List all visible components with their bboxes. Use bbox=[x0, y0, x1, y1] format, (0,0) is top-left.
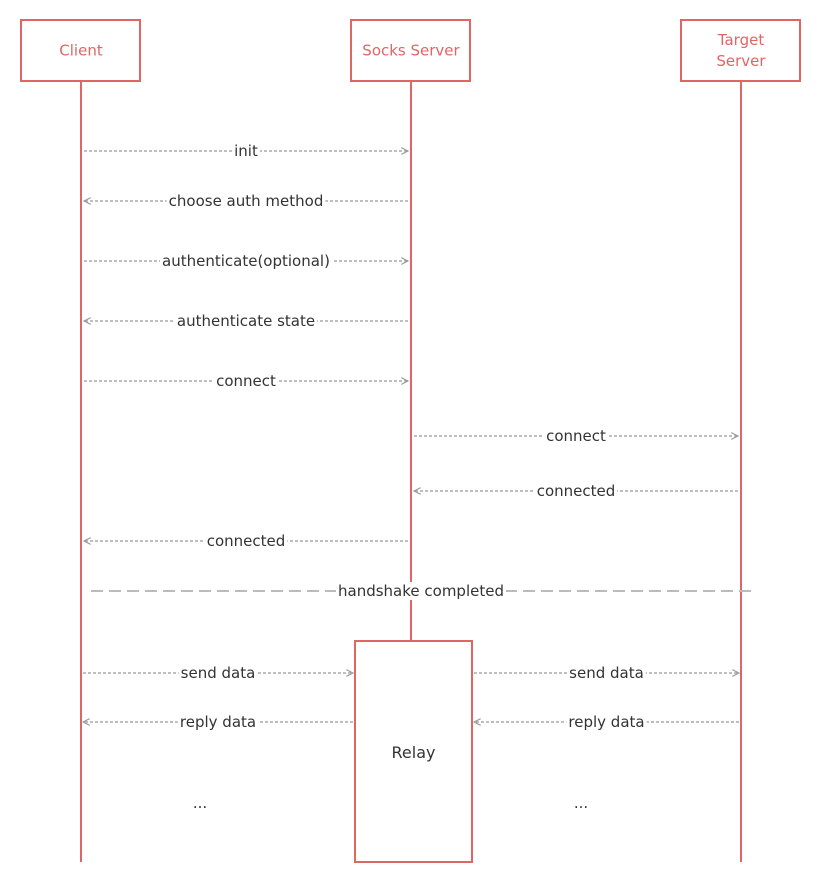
message-label: authenticate(optional) bbox=[162, 252, 330, 270]
participant-label-target: Server bbox=[716, 52, 766, 70]
label-background bbox=[232, 142, 260, 160]
label-background bbox=[336, 582, 506, 600]
label-background bbox=[544, 427, 609, 445]
participant-label-socks: Socks Server bbox=[362, 42, 460, 60]
label-background bbox=[214, 372, 279, 390]
label-background bbox=[177, 713, 259, 731]
message-label: connected bbox=[207, 532, 286, 550]
participant-box-socks bbox=[350, 19, 471, 82]
message-label: reply data bbox=[568, 713, 644, 731]
ellipsis: ... bbox=[574, 794, 588, 812]
relay-label: Relay bbox=[392, 743, 436, 762]
message-label: authenticate state bbox=[177, 312, 315, 330]
ellipsis: ... bbox=[193, 794, 207, 812]
message-label: handshake completed bbox=[338, 582, 504, 600]
participant-box-client bbox=[20, 19, 141, 82]
participant-box-target bbox=[680, 19, 801, 82]
label-background bbox=[160, 252, 332, 270]
message-label: send data bbox=[181, 664, 256, 682]
participant-socks: Socks Server bbox=[350, 19, 471, 82]
label-background bbox=[567, 664, 646, 682]
message-label: send data bbox=[569, 664, 644, 682]
label-background bbox=[174, 312, 318, 330]
message-label: reply data bbox=[180, 713, 256, 731]
participant-label-client: Client bbox=[59, 42, 103, 60]
message-label: choose auth method bbox=[169, 192, 324, 210]
participant-client: Client bbox=[20, 19, 141, 82]
message-label: connected bbox=[537, 482, 616, 500]
label-background bbox=[534, 482, 618, 500]
label-background bbox=[178, 664, 258, 682]
message-label: init bbox=[234, 142, 258, 160]
label-background bbox=[166, 192, 326, 210]
message-label: connect bbox=[546, 427, 606, 445]
relay-box bbox=[354, 640, 473, 863]
label-background bbox=[566, 713, 647, 731]
message-label: connect bbox=[216, 372, 276, 390]
participant-label-target: Target bbox=[717, 31, 765, 49]
label-background bbox=[204, 532, 288, 550]
